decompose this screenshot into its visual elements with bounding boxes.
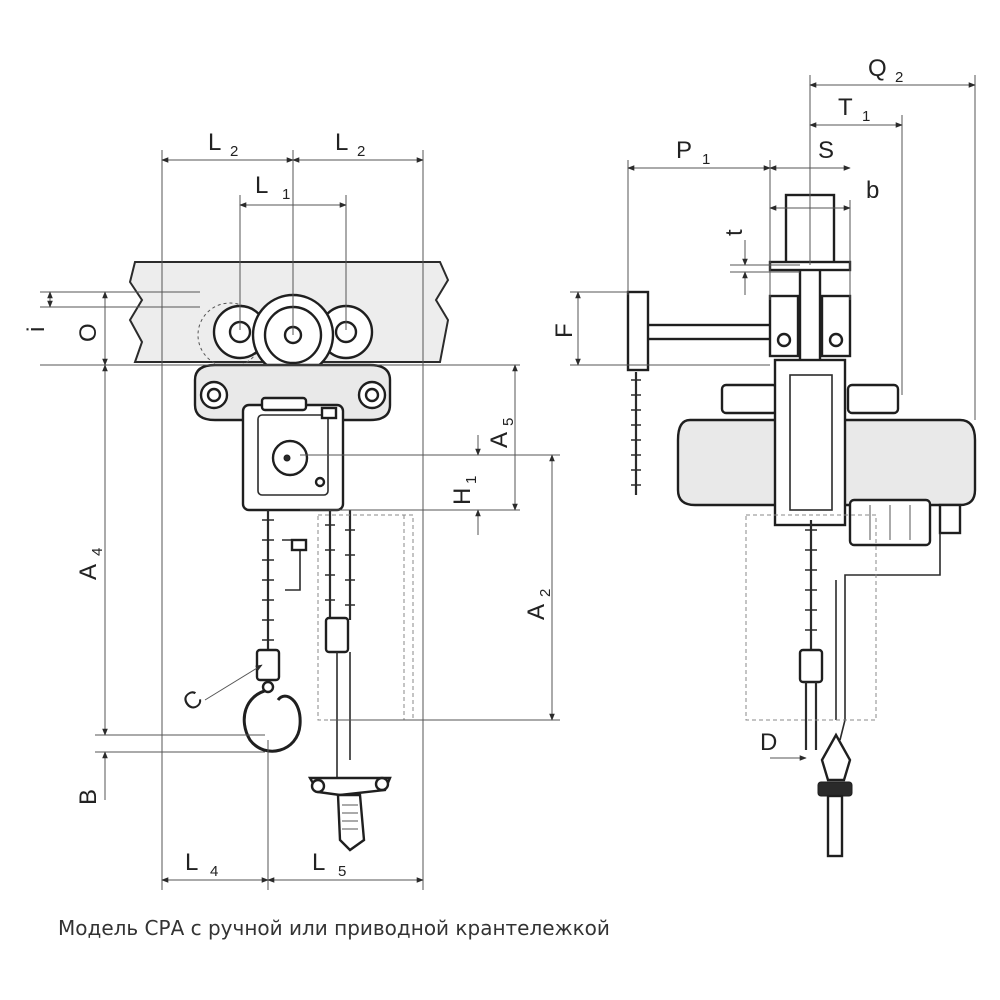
label-A5: A	[486, 432, 513, 448]
figure-caption: Модель СРА с ручной или приводной кранте…	[58, 916, 610, 940]
pendant-grip	[342, 804, 358, 830]
label-Q2: Q	[868, 55, 887, 82]
side-pendant-base	[817, 781, 853, 797]
side-beam-stem	[798, 263, 822, 367]
label-L1-sub: 1	[282, 186, 290, 203]
label-B: B	[75, 789, 102, 805]
side-pendant-handle	[826, 794, 844, 858]
side-crossbar	[633, 323, 777, 341]
side-bolt-right	[846, 383, 900, 415]
hoist-gauge-pin	[283, 454, 291, 462]
label-Q2-sub: 2	[895, 69, 903, 86]
label-A4-sub: 4	[89, 548, 106, 556]
chain-bag-outline	[317, 514, 414, 721]
front-view	[128, 261, 450, 852]
side-pendant-cable	[839, 533, 941, 741]
label-L2-right: L	[335, 129, 348, 156]
hoist-top-block	[320, 406, 338, 420]
hoist-screw	[314, 476, 326, 488]
side-chain-bag	[745, 514, 877, 721]
pendant-knob-left	[310, 778, 326, 794]
label-C: C	[178, 685, 208, 717]
control-block	[324, 616, 350, 654]
frame-bolt-right-inner	[364, 387, 380, 403]
side-bracket	[626, 290, 650, 372]
pendant-handle	[336, 793, 366, 852]
hook-pivot	[261, 680, 275, 694]
side-labels: Q 2 T 1 P 1 S b t F D	[551, 55, 903, 756]
side-bolt-left	[720, 383, 779, 415]
side-hook-shank	[804, 682, 818, 750]
load-chain-left	[262, 510, 274, 650]
label-H1: H	[449, 488, 476, 505]
label-A2: A	[523, 604, 550, 620]
hook-block	[255, 648, 281, 682]
side-motor-fins	[869, 505, 911, 540]
front-dimensions	[40, 150, 560, 890]
hook	[242, 680, 302, 753]
label-D: D	[760, 729, 777, 756]
label-F: F	[551, 323, 578, 338]
label-S: S	[818, 137, 834, 164]
label-T1-sub: 1	[862, 108, 870, 125]
label-A5-sub: 5	[500, 418, 517, 426]
side-load-chain	[805, 520, 817, 650]
label-L5: L	[312, 849, 325, 876]
side-plate-bolt-right	[828, 332, 844, 348]
label-i: i	[23, 327, 50, 332]
side-hand-chain	[631, 372, 641, 495]
label-O: O	[75, 323, 102, 342]
side-hoist-core-inner	[789, 374, 833, 511]
side-plate-bolt-left	[776, 332, 792, 348]
hoist-top-cap	[260, 396, 308, 412]
label-L2-left-sub: 2	[230, 143, 238, 160]
side-dimensions	[570, 75, 976, 761]
label-P1: P	[676, 137, 692, 164]
label-P1-sub: 1	[702, 151, 710, 168]
side-hoist-core	[773, 358, 847, 527]
side-view	[626, 193, 977, 858]
label-T1: T	[838, 94, 853, 121]
side-pendant	[820, 732, 852, 782]
side-terminal	[938, 503, 962, 535]
label-L2-left: L	[208, 129, 221, 156]
label-L4-sub: 4	[210, 863, 218, 880]
frame-bolt-left-inner	[206, 387, 222, 403]
label-b: b	[866, 177, 879, 204]
label-L4: L	[185, 849, 198, 876]
label-L5-sub: 5	[338, 863, 346, 880]
guide-block	[290, 538, 308, 552]
label-A2-sub: 2	[537, 589, 554, 597]
label-H1-sub: 1	[463, 476, 480, 484]
hand-chain-right	[325, 510, 355, 620]
label-L2-right-sub: 2	[357, 143, 365, 160]
label-t: t	[721, 229, 748, 236]
side-hook-block	[798, 648, 824, 684]
label-A4: A	[75, 564, 102, 580]
label-L1: L	[255, 172, 268, 199]
pendant-knob-right	[374, 776, 390, 792]
